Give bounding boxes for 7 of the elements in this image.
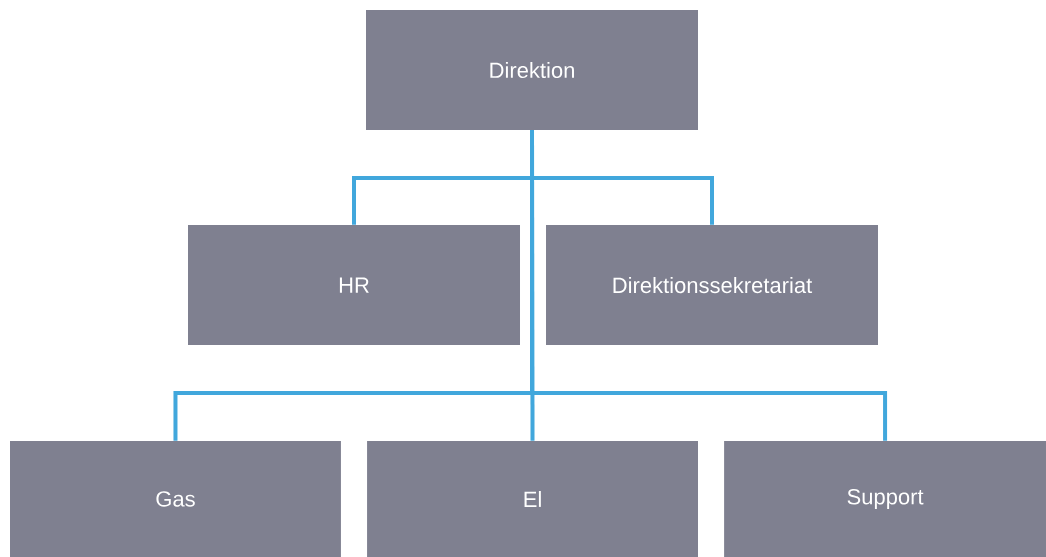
org-box: Direktion — [366, 9, 698, 130]
connector-line — [530, 130, 888, 441]
org-box: El — [367, 440, 698, 557]
org-box: Gas — [10, 440, 341, 557]
org-box: HR — [188, 225, 520, 346]
org-box: Support — [724, 440, 1046, 557]
org-box: Direktionssekretariat — [546, 225, 878, 346]
